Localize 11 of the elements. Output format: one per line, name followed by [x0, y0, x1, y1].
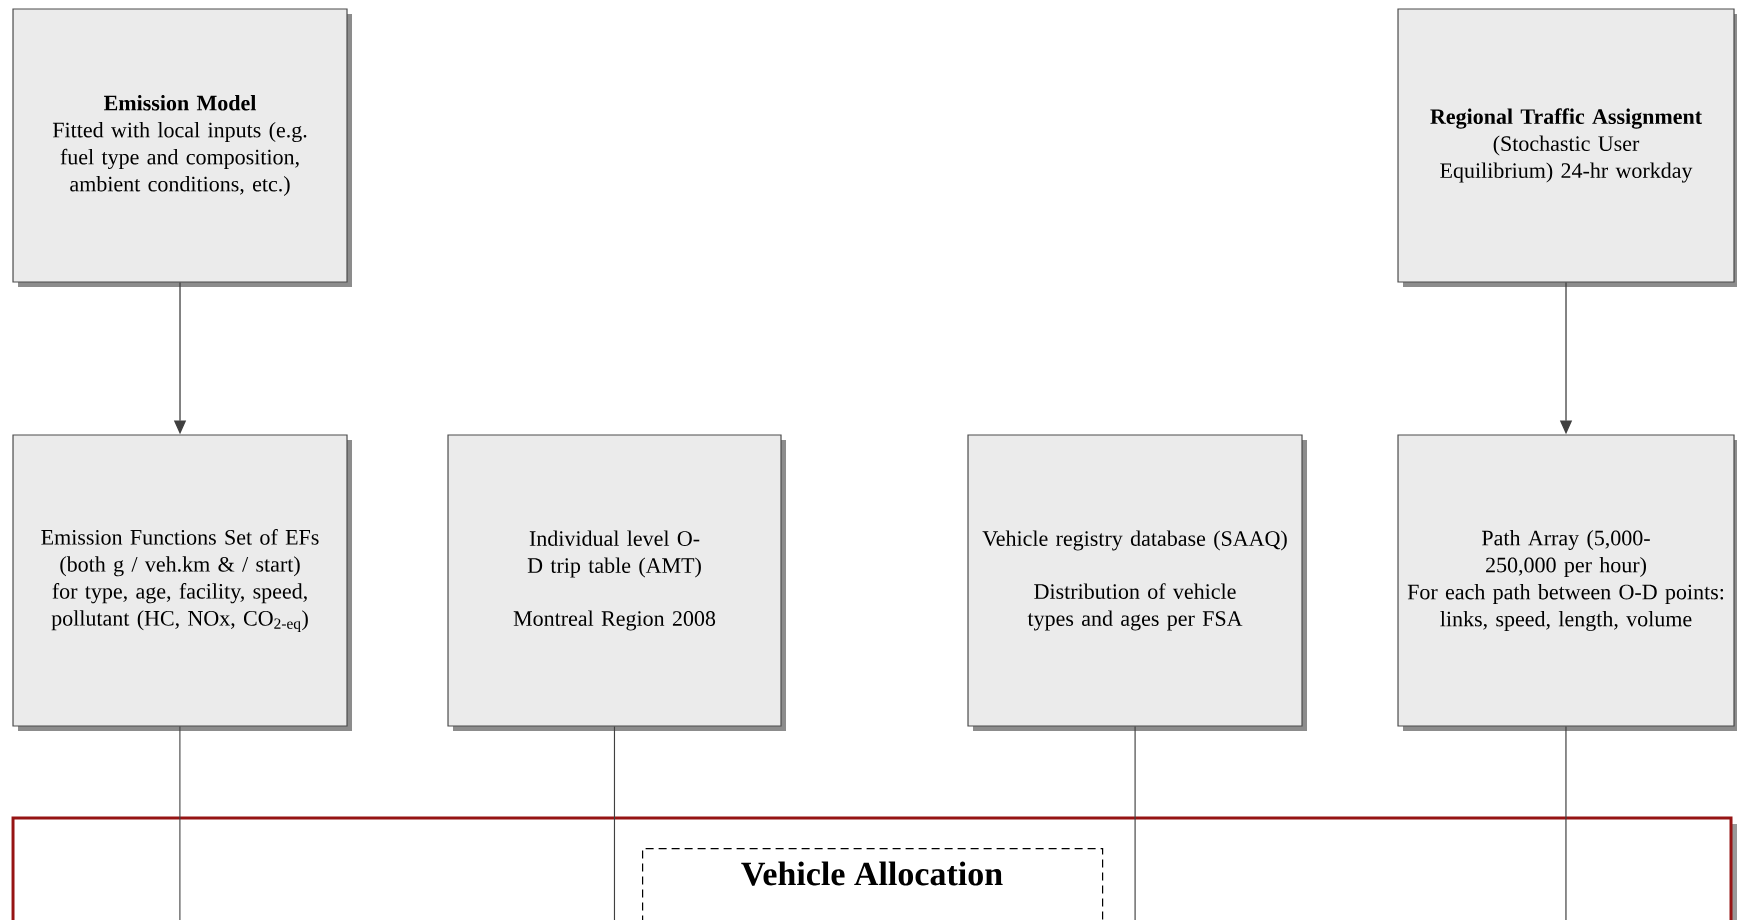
- connector-line: [179, 725, 181, 920]
- connector-line: [613, 725, 616, 920]
- connector-line: [1565, 725, 1567, 920]
- process-box: Emission Model Fitted with local inputs (e.g. fuel type and composition, ambient conditions, etc.): [12, 8, 352, 287]
- process-box: Emission Functions Set of EFs (both g / veh.km & / start) for type, age, facility, speed, pollutant (HC, NOx, CO$_{2-eq}$): [12, 434, 352, 731]
- process-box: Vehicle Allocation: [642, 848, 1104, 920]
- process-box: Vehicle registry database (SAAQ) Distribution of vehicle types and ages per FSA: [967, 434, 1307, 731]
- process-box: Regional Traffic Assignment (Stochastic User Equilibrium) 24-hr workday: [1397, 8, 1737, 287]
- connector-line: [1134, 725, 1136, 920]
- process-box: Individual level O-D trip table (AMT) Montreal Region 2008: [447, 434, 786, 731]
- process-box: Path Array (5,000-250,000 per hour) For each path between O-D points: links, speed, length, volume: [1397, 434, 1737, 731]
